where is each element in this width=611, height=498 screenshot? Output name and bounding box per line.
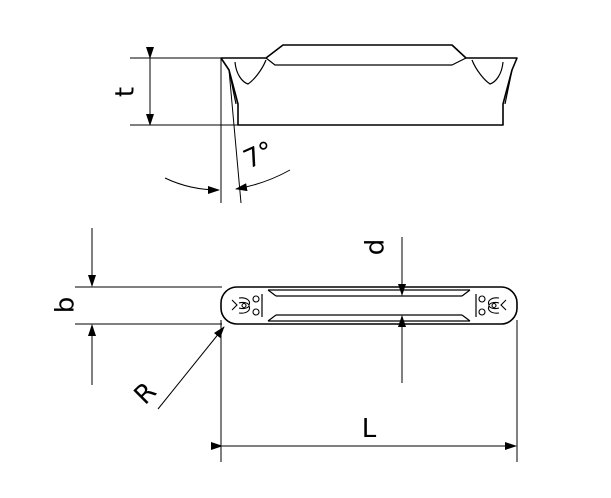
clearance-angle-label: 7°	[239, 136, 278, 175]
width-label: b	[51, 297, 81, 314]
thickness-dimension	[130, 47, 240, 126]
insert-top-outline	[220, 286, 518, 325]
insert-side-outline	[220, 44, 518, 126]
groove-right	[471, 59, 504, 85]
groove-left	[234, 59, 267, 85]
side-view	[220, 44, 518, 126]
top-view	[220, 286, 518, 325]
radius-label: R	[129, 377, 163, 411]
length-label: L	[362, 414, 377, 444]
width-dimension	[75, 228, 222, 385]
left-chipbreaker-pattern	[231, 295, 260, 316]
radius-leader	[157, 326, 225, 410]
clearance-angle-dimension	[164, 58, 291, 204]
length-dimension	[211, 320, 518, 462]
chipbreaker-line-left	[265, 57, 467, 66]
depth-label: d	[361, 239, 391, 256]
thickness-label: t	[111, 87, 141, 97]
right-chipbreaker-pattern	[478, 295, 507, 316]
